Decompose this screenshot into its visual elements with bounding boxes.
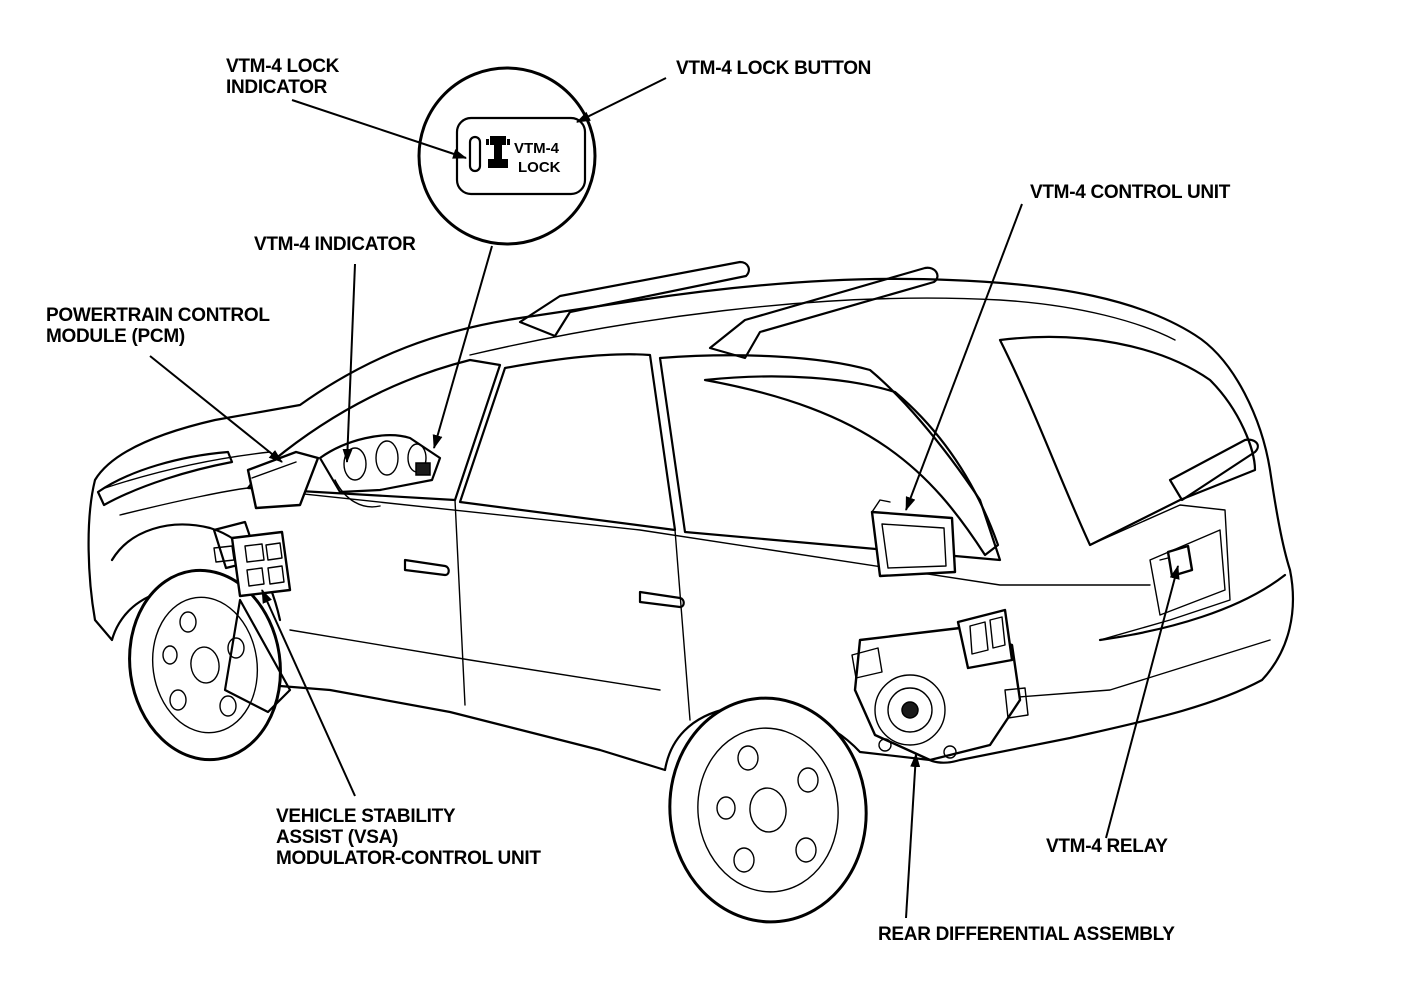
label-vtm4-control-unit: VTM-4 CONTROL UNIT	[1030, 182, 1231, 203]
leader-rear-diff	[905, 753, 921, 919]
lock-button-label-line1: VTM-4	[514, 140, 560, 157]
label-vtm4-lock-button: VTM-4 LOCK BUTTON	[676, 58, 872, 79]
vtm4-control-unit	[870, 499, 957, 578]
leader-pcm	[149, 355, 283, 463]
roof-rails	[469, 260, 1176, 360]
rear-door-handle	[638, 590, 685, 609]
label-vtm4-lock-indicator: VTM-4 LOCK INDICATOR	[226, 56, 340, 98]
leader-lock-button	[576, 77, 667, 123]
rear-roof-rail	[708, 266, 939, 360]
lock-button-label-line2: LOCK	[518, 159, 561, 176]
headlight	[96, 450, 234, 507]
instrument-panel	[318, 434, 442, 508]
label-rear-differential: REAR DIFFERENTIAL ASSEMBLY	[878, 924, 1175, 945]
leader-relay	[1105, 565, 1180, 839]
leader-lock-indicator	[291, 99, 467, 159]
awd-lock-icon	[486, 136, 510, 168]
leader-magnifier-to-dash	[432, 245, 493, 449]
front-door-handle	[403, 558, 450, 577]
lock-button-magnifier: VTM-4 LOCK	[417, 66, 597, 246]
label-vsa-modulator: VEHICLE STABILITY ASSIST (VSA) MODULATOR…	[276, 806, 541, 869]
leader-vtm4-indicator	[342, 263, 356, 463]
pcm-module	[246, 450, 320, 510]
rear-differential-assembly	[851, 608, 1029, 762]
front-door-window	[458, 353, 677, 532]
leader-vsa	[261, 589, 356, 797]
front-wheel	[128, 568, 282, 762]
leader-control-unit	[905, 203, 1023, 511]
tailgate-window	[998, 335, 1257, 547]
label-vtm4-relay: VTM-4 RELAY	[1046, 836, 1168, 857]
rear-wheel	[668, 696, 868, 924]
rear-spoiler	[1168, 438, 1259, 502]
leader-lines	[149, 77, 1180, 919]
front-roof-rail	[518, 260, 750, 338]
rear-door-window	[658, 354, 1002, 562]
windshield	[246, 358, 502, 502]
vsa-modulator-unit	[213, 530, 292, 598]
label-vtm4-indicator: VTM-4 INDICATOR	[254, 234, 416, 255]
lock-indicator-lamp	[468, 135, 482, 173]
rear-quarter-window	[703, 375, 1000, 557]
label-pcm: POWERTRAIN CONTROL MODULE (PCM)	[46, 305, 270, 347]
